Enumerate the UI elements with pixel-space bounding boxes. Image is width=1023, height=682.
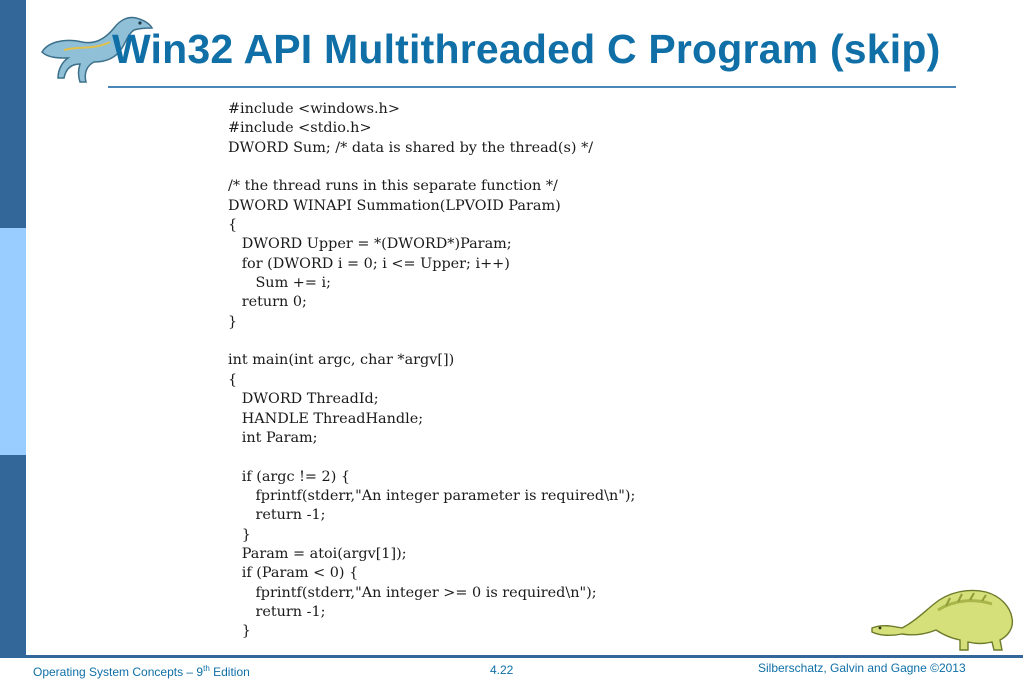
code-line: int Param; — [228, 429, 318, 446]
code-line — [228, 332, 635, 351]
footer-book-edition: Edition — [209, 665, 250, 679]
code-line: for (DWORD i = 0; i <= Upper; i++) — [228, 255, 510, 272]
code-line: /* the thread runs in this separate func… — [228, 178, 558, 195]
slide-title: Win32 API Multithreaded C Program (skip) — [112, 26, 941, 72]
code-line: { — [228, 371, 238, 388]
code-line: Param = atoi(argv[1]); — [228, 545, 407, 562]
sidebar-segment-top — [0, 0, 26, 228]
code-line: Sum += i; — [228, 275, 331, 292]
code-line: DWORD ThreadId; — [228, 391, 379, 408]
code-line: return 0; — [228, 294, 307, 311]
code-line: fprintf(stderr,"An integer >= 0 is requi… — [228, 584, 597, 601]
code-line: } — [228, 526, 251, 543]
footer-edition-superscript: th — [203, 664, 210, 673]
left-sidebar-decoration — [0, 0, 26, 682]
code-line: DWORD Sum; /* data is shared by the thre… — [228, 139, 594, 156]
footer-page-number: 4.22 — [490, 663, 514, 677]
title-underline — [108, 86, 956, 88]
code-line — [228, 158, 635, 177]
code-line: HANDLE ThreadHandle; — [228, 410, 424, 427]
code-line: if (Param < 0) { — [228, 565, 359, 582]
code-line: DWORD Upper = *(DWORD*)Param; — [228, 236, 512, 253]
code-line: { — [228, 217, 238, 234]
code-listing: #include <windows.h> #include <stdio.h> DW… — [228, 100, 635, 642]
code-line: } — [228, 623, 251, 640]
code-line: } — [228, 313, 238, 330]
code-line: return -1; — [228, 507, 326, 524]
code-line — [228, 448, 635, 467]
code-line: int main(int argc, char *argv[]) — [228, 352, 455, 369]
code-line: return -1; — [228, 603, 326, 620]
code-line: #include <stdio.h> — [228, 120, 372, 137]
footer-book-title: Operating System Concepts – 9th Edition — [33, 664, 250, 679]
code-line: #include <windows.h> — [228, 101, 400, 117]
footer-copyright: Silberschatz, Galvin and Gagne ©2013 — [758, 661, 966, 675]
sidebar-segment-middle — [0, 228, 26, 455]
code-line: DWORD WINAPI Summation(LPVOID Param) — [228, 197, 561, 214]
footer-book-title-text: Operating System Concepts – 9 — [33, 665, 204, 679]
dinosaur-drinking-icon — [871, 589, 1014, 651]
code-line: if (argc != 2) { — [228, 468, 351, 485]
footer-bar — [0, 655, 1023, 682]
dinosaur-logo-icon — [41, 16, 154, 83]
code-line: fprintf(stderr,"An integer parameter is … — [228, 487, 636, 504]
sidebar-segment-bottom — [0, 455, 26, 655]
